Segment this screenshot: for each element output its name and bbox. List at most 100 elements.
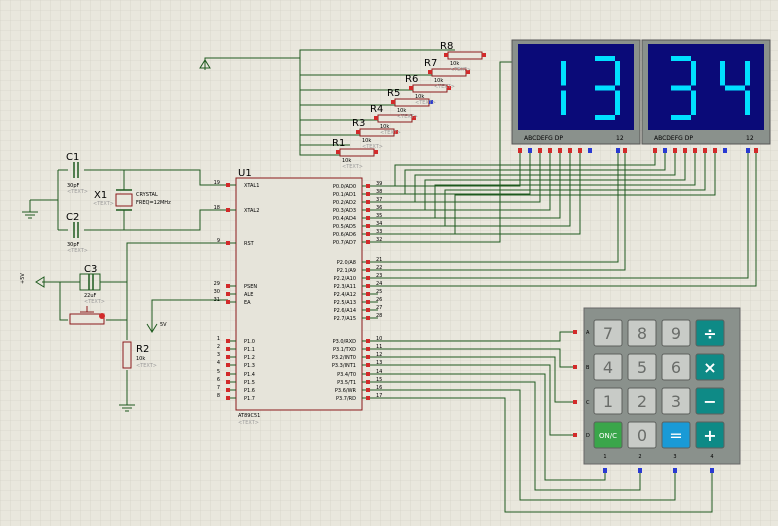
key-+[interactable]: + bbox=[695, 421, 725, 449]
c3-ghost: <TEXT> bbox=[84, 299, 105, 305]
crystal-x1[interactable]: X1 CRYSTAL FREQ=12MHz <TEXT> bbox=[93, 189, 171, 211]
key-on-c[interactable]: ON/C bbox=[593, 421, 623, 449]
x1-ref: X1 bbox=[94, 190, 107, 201]
key-×[interactable]: × bbox=[695, 353, 725, 381]
key-4[interactable]: 4 bbox=[593, 353, 623, 381]
pin-name: P2.7/A15 bbox=[334, 316, 356, 322]
key-7[interactable]: 7 bbox=[593, 319, 623, 347]
pin-number: 33 bbox=[376, 229, 382, 235]
key-0[interactable]: 0 bbox=[627, 421, 657, 449]
display-pin bbox=[548, 148, 552, 153]
key-label: + bbox=[703, 426, 716, 445]
pin-name: P1.7 bbox=[244, 396, 255, 402]
c1-ref: C1 bbox=[66, 152, 79, 163]
display-2-digits bbox=[671, 56, 750, 120]
pin-name: P0.1/AD1 bbox=[333, 192, 356, 198]
capacitor-c2[interactable]: C2 30pF <TEXT> bbox=[66, 212, 88, 254]
pin-number: 37 bbox=[376, 197, 382, 203]
capacitor-c1[interactable]: C1 30pF <TEXT> bbox=[66, 152, 88, 195]
keypad-row-label: B bbox=[586, 365, 590, 371]
pin-name: EA bbox=[244, 300, 251, 306]
display-2-pin-label: ABCDEFG DP bbox=[654, 135, 693, 142]
segment-d bbox=[595, 115, 615, 120]
pin-name: P2.4/A12 bbox=[334, 292, 356, 298]
display-pin bbox=[528, 148, 532, 153]
u1-part: AT89C51 bbox=[238, 413, 260, 419]
pin-name: P1.4 bbox=[244, 372, 255, 378]
c2-ghost: <TEXT> bbox=[67, 248, 88, 254]
resistor-value: 10k bbox=[415, 94, 424, 100]
key-=[interactable]: = bbox=[661, 421, 691, 449]
display-pin bbox=[558, 148, 562, 153]
segment-b bbox=[691, 61, 696, 86]
x1-value: CRYSTAL bbox=[136, 192, 158, 198]
c1-value: 30pF bbox=[67, 183, 80, 189]
key-5[interactable]: 5 bbox=[627, 353, 657, 381]
resistor-r5[interactable]: R5 10k <TEXT> bbox=[387, 88, 433, 120]
key-6[interactable]: 6 bbox=[661, 353, 691, 381]
key-1[interactable]: 1 bbox=[593, 387, 623, 415]
pin-number: 38 bbox=[376, 189, 382, 195]
segment-b bbox=[561, 61, 566, 86]
key-label: 5 bbox=[637, 358, 647, 377]
display-2[interactable]: ABCDEFG DP 12 bbox=[641, 39, 771, 145]
segment-c bbox=[615, 90, 620, 115]
pin-name: P0.3/AD3 bbox=[333, 208, 356, 214]
reset-button[interactable] bbox=[69, 306, 105, 325]
pin-name: P2.5/A13 bbox=[334, 300, 356, 306]
resistor-ref: R5 bbox=[387, 88, 400, 99]
key-2[interactable]: 2 bbox=[627, 387, 657, 415]
pin-name: P2.2/A10 bbox=[334, 276, 356, 282]
resistor-r4[interactable]: R4 10k <TEXT> bbox=[370, 104, 416, 136]
capacitor-c3[interactable]: C3 22uF <TEXT> bbox=[79, 264, 105, 305]
pin-name: P0.6/AD6 bbox=[333, 232, 356, 238]
resistor-r2[interactable]: R2 10k <TEXT> bbox=[122, 341, 157, 369]
key-8[interactable]: 8 bbox=[627, 319, 657, 347]
key-label: 6 bbox=[671, 358, 681, 377]
resistor-ghost: <TEXT> bbox=[397, 114, 418, 120]
key-9[interactable]: 9 bbox=[661, 319, 691, 347]
pin-name: P1.3 bbox=[244, 363, 255, 369]
resistor-ref: R4 bbox=[370, 104, 383, 115]
pin-number: 1 bbox=[217, 336, 220, 342]
key-label: × bbox=[703, 358, 716, 377]
display-pin bbox=[518, 148, 522, 153]
pin-number: 13 bbox=[376, 360, 382, 366]
resistor-value: 10k bbox=[380, 124, 389, 130]
keypad-row-pin bbox=[573, 365, 577, 369]
display-1[interactable]: ABCDEFG DP 12 bbox=[511, 39, 641, 145]
pin-name: P1.0 bbox=[244, 339, 255, 345]
pin-number: 2 bbox=[217, 344, 220, 350]
key-−[interactable]: − bbox=[695, 387, 725, 415]
pin-name: XTAL1 bbox=[244, 183, 259, 189]
segment-g bbox=[671, 85, 691, 91]
segment-b bbox=[745, 61, 750, 86]
key-3[interactable]: 3 bbox=[661, 387, 691, 415]
vcc-label-left: +5V bbox=[20, 273, 26, 284]
mcu-right-pins: 39P0.0/AD038P0.1/AD137P0.2/AD236P0.3/AD3… bbox=[332, 181, 382, 402]
key-label: 1 bbox=[603, 392, 613, 411]
pin-number: 4 bbox=[217, 360, 220, 366]
resistor-ref: R3 bbox=[352, 118, 365, 129]
keypad-col-label: 2 bbox=[638, 454, 641, 460]
key-÷[interactable]: ÷ bbox=[695, 319, 725, 347]
